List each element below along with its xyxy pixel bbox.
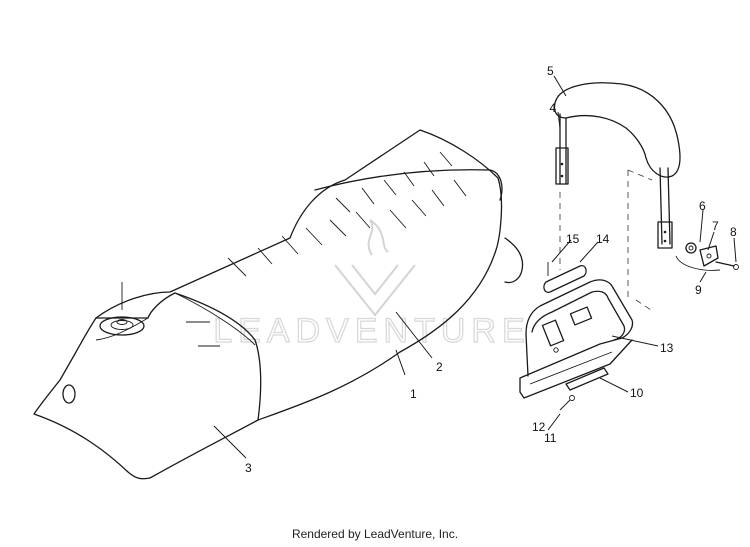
callout-labels: 1 2 3 4 5 6 7 8 9 10 11 12 13 14 15 xyxy=(245,64,737,475)
hardware-drawing xyxy=(675,242,739,271)
watermark-logo-icon xyxy=(334,219,416,317)
callout-2: 2 xyxy=(436,360,443,374)
seat-drawing xyxy=(33,129,524,480)
callout-1: 1 xyxy=(410,387,417,401)
callout-5: 5 xyxy=(547,64,554,78)
callout-6: 6 xyxy=(699,199,706,213)
callout-12: 12 xyxy=(532,420,546,434)
render-credit: Rendered by LeadVenture, Inc. xyxy=(291,527,459,541)
callout-7: 7 xyxy=(712,219,719,233)
callout-4: 4 xyxy=(549,101,556,115)
callout-11: 11 xyxy=(544,431,557,445)
callout-8: 8 xyxy=(730,225,737,239)
callout-13: 13 xyxy=(660,341,674,355)
callout-3: 3 xyxy=(245,461,252,475)
watermark-text: LEADVENTURE xyxy=(213,312,530,350)
rear-frame-drawing xyxy=(519,262,634,411)
watermark: LEADVENTURE xyxy=(213,219,530,351)
alignment-lines xyxy=(559,169,655,313)
callout-15: 15 xyxy=(566,232,580,246)
leader-lines xyxy=(213,75,737,459)
callout-9: 9 xyxy=(695,283,702,297)
backrest-drawing xyxy=(553,82,681,249)
callout-10: 10 xyxy=(630,386,644,400)
callout-14: 14 xyxy=(596,232,610,246)
